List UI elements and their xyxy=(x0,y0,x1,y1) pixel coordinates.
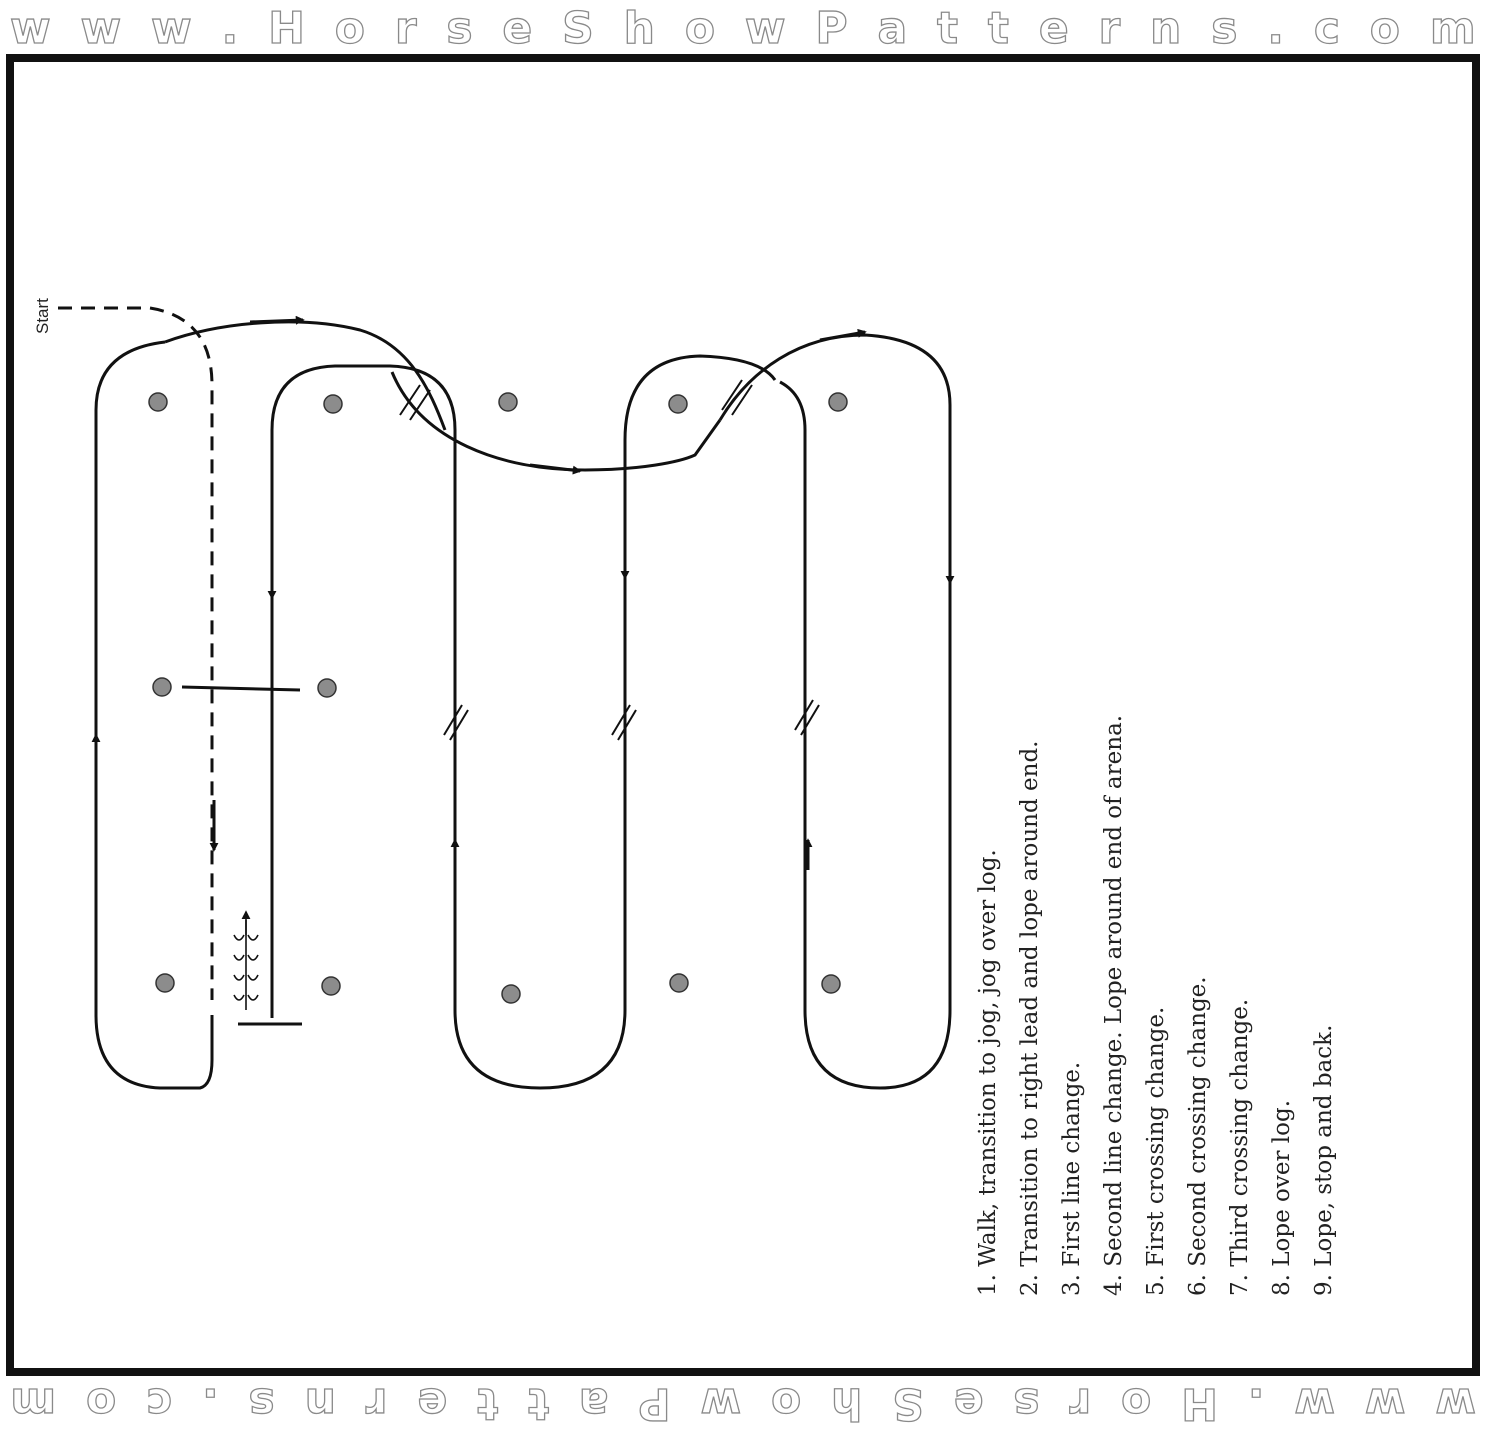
lope-path-left-loop xyxy=(94,340,214,1090)
start-label: Start xyxy=(33,298,52,334)
banner-letter: w xyxy=(744,2,786,54)
cones xyxy=(148,392,848,1004)
cone-marker xyxy=(155,973,175,993)
lope-arrow-right-3 xyxy=(819,328,867,342)
instruction-list: 1. Walk, transition to jog, jog over log… xyxy=(975,715,1337,1296)
log-top xyxy=(181,685,301,692)
lope-arrow-right-1 xyxy=(249,315,305,325)
instruction-7: 7. Third crossing change. xyxy=(1227,999,1253,1296)
cone-marker xyxy=(501,984,521,1004)
cone-marker xyxy=(317,678,337,698)
banner-letter: m xyxy=(1429,2,1476,54)
cone-marker xyxy=(152,677,172,697)
banner-letter: t xyxy=(936,2,959,54)
instruction-8: 8. Lope over log. xyxy=(1269,1100,1295,1296)
banner-letter: r xyxy=(1098,2,1121,54)
cone-marker xyxy=(669,973,689,993)
cone-marker xyxy=(828,392,848,412)
cone-marker xyxy=(321,976,341,996)
instruction-1: 1. Walk, transition to jog, jog over log… xyxy=(975,849,1001,1296)
instruction-3: 3. First line change. xyxy=(1059,1062,1085,1296)
lead-change-marks xyxy=(399,379,820,741)
banner-letter: w xyxy=(150,2,192,54)
lope-arrow-right-2 xyxy=(529,463,582,475)
banner-letter: h xyxy=(623,2,656,54)
instruction-2: 2. Transition to right lead and lope aro… xyxy=(1017,741,1043,1296)
instruction-6: 6. Second crossing change. xyxy=(1185,976,1211,1296)
banner-letter: n xyxy=(1149,2,1182,54)
banner-letter: s xyxy=(446,2,474,54)
banner-letter: s xyxy=(1211,2,1239,54)
banner-letter: w xyxy=(9,2,51,54)
backup-marks-icon xyxy=(233,910,259,1010)
banner-letter: . xyxy=(1267,2,1285,54)
banner-letter: e xyxy=(502,2,533,54)
banner-letter: c xyxy=(1313,2,1340,54)
cone-marker xyxy=(498,392,518,412)
arena-border xyxy=(6,54,1480,1376)
banner-letter: o xyxy=(1369,2,1401,54)
lope-path-column-5 xyxy=(718,333,952,1090)
walk-jog-path xyxy=(58,306,214,1000)
banner-letter: o xyxy=(334,2,366,54)
banner-letter: r xyxy=(394,2,417,54)
cone-marker xyxy=(668,394,688,414)
instruction-9: 9. Lope, stop and back. xyxy=(1311,1025,1337,1296)
first-line-change-curve xyxy=(164,320,447,431)
instruction-4: 4. Second line change. Lope around end o… xyxy=(1101,715,1127,1296)
banner-letter: S xyxy=(561,2,594,54)
banner-letter: a xyxy=(877,2,908,54)
banner-letter: w xyxy=(80,2,122,54)
banner-letter: H xyxy=(267,2,305,54)
cone-marker xyxy=(821,974,841,994)
banner-letter: P xyxy=(815,2,849,54)
lope-path-column-4 xyxy=(623,354,777,441)
cone-marker xyxy=(148,392,168,412)
banner-letter: e xyxy=(1038,2,1069,54)
banner-letter: o xyxy=(684,2,716,54)
cone-marker xyxy=(323,394,343,414)
instruction-5: 5. First crossing change. xyxy=(1143,1007,1169,1296)
banner-letter: . xyxy=(221,2,239,54)
banner-letter: t xyxy=(987,2,1009,54)
lope-path-column-2 xyxy=(270,364,627,1090)
